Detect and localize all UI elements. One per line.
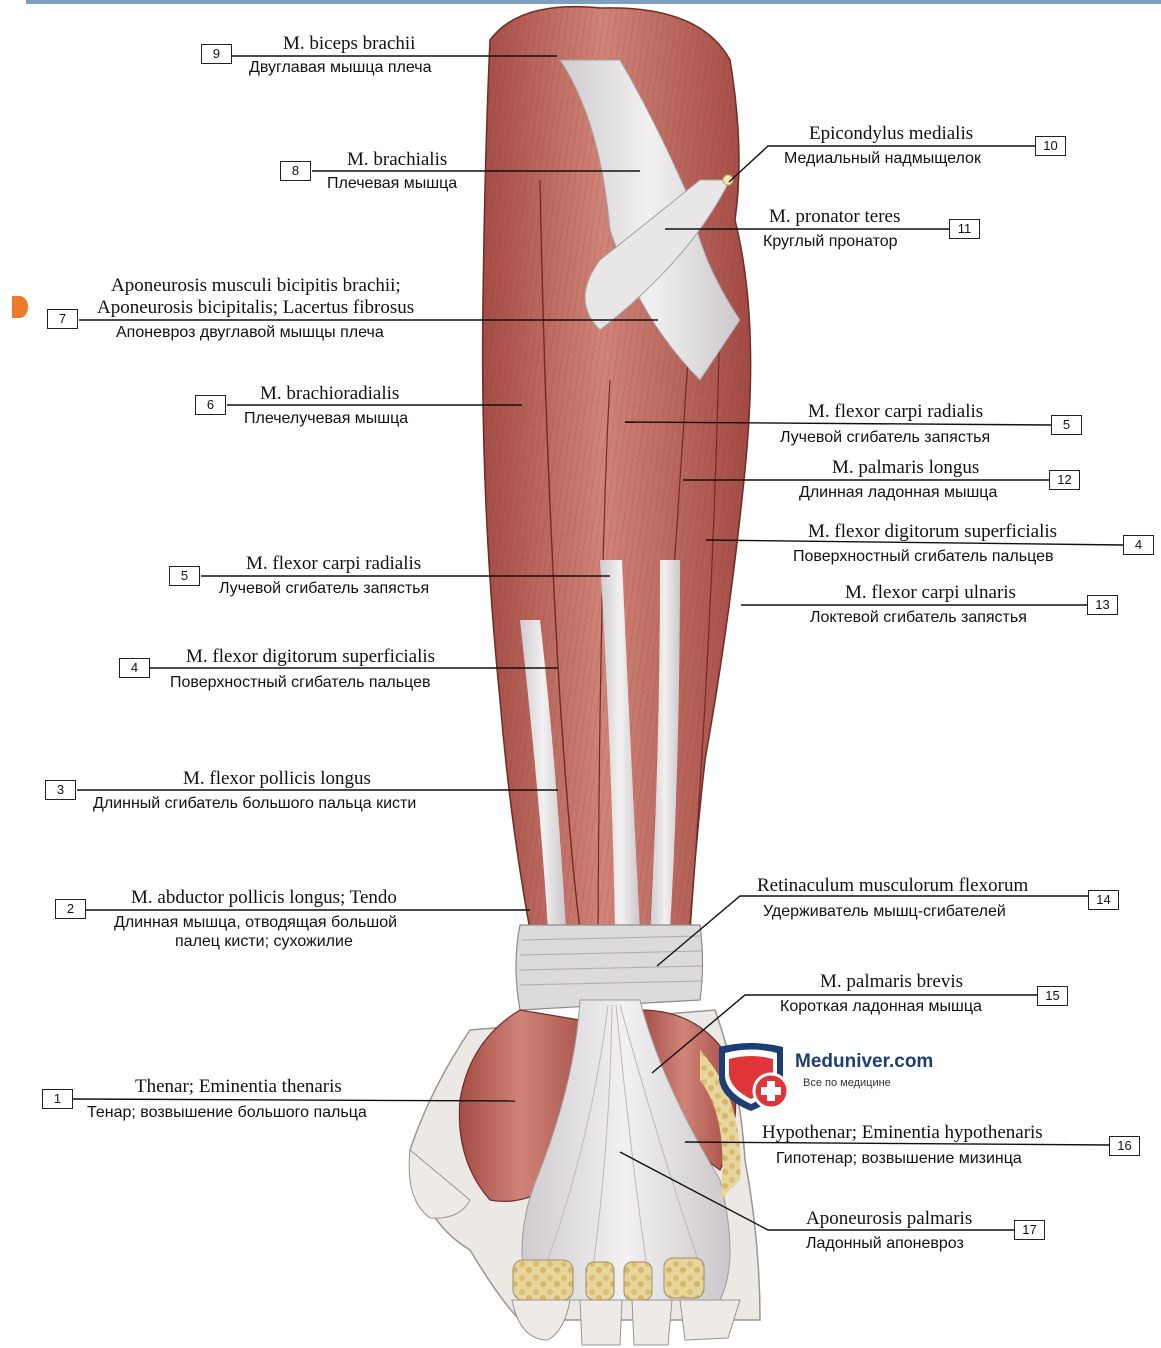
label-number: 4	[119, 658, 150, 678]
label-latin: M. palmaris brevis	[820, 972, 963, 991]
label-latin: M. flexor digitorum superficialis	[186, 647, 435, 666]
label-russian: Длинная мышца, отводящая большой	[114, 915, 397, 931]
label-russian: Поверхностный сгибатель пальцев	[793, 549, 1053, 565]
label-number: 10	[1035, 136, 1066, 156]
logo-name: Meduniver.com	[795, 1051, 933, 1073]
logo-tagline: Все по медицине	[803, 1077, 891, 1089]
label-number: 12	[1049, 470, 1080, 490]
label-latin: Aponeurosis palmaris	[806, 1209, 972, 1228]
label-russian: Двуглавая мышца плеча	[249, 60, 431, 76]
label-number: 17	[1014, 1220, 1045, 1240]
label-number: 13	[1087, 595, 1118, 615]
shield-icon	[715, 1041, 795, 1113]
label-russian: Ладонный апоневроз	[806, 1236, 964, 1252]
label-russian: Тенар; возвышение большого пальца	[87, 1105, 367, 1121]
label-latin: M. flexor carpi ulnaris	[845, 583, 1016, 602]
label-russian: Плечевая мышца	[327, 176, 457, 192]
label-latin: Hypothenar; Eminentia hypothenaris	[762, 1123, 1043, 1142]
meduniver-logo[interactable]: Meduniver.com Все по медицине	[715, 1041, 955, 1113]
label-russian: Круглый пронатор	[763, 234, 898, 250]
label-russian: Гипотенар; возвышение мизинца	[776, 1151, 1022, 1167]
label-russian: Локтевой сгибатель запястья	[810, 610, 1027, 626]
label-number: 5	[1051, 415, 1082, 435]
label-russian: Длинный сгибатель большого пальца кисти	[93, 796, 416, 812]
label-russian: Удерживатель мышц-сгибателей	[763, 904, 1006, 920]
label-number: 4	[1123, 535, 1154, 555]
label-number: 7	[47, 309, 78, 329]
label-russian-line2: палец кисти; сухожилие	[175, 934, 353, 950]
label-russian: Длинная ладонная мышца	[799, 485, 997, 501]
label-number: 15	[1037, 986, 1068, 1006]
label-latin: M. biceps brachii	[283, 34, 415, 53]
label-latin: M. brachioradialis	[260, 384, 399, 403]
label-latin: M. flexor carpi radialis	[808, 402, 983, 421]
label-russian: Короткая ладонная мышца	[780, 999, 982, 1015]
label-russian: Медиальный надмыщелок	[784, 151, 981, 167]
label-latin: Epicondylus medialis	[809, 124, 973, 143]
label-latin: M. palmaris longus	[832, 458, 979, 477]
label-number: 2	[55, 899, 86, 919]
label-number: 16	[1109, 1136, 1140, 1156]
label-latin: Retinaculum musculorum flexorum	[757, 876, 1028, 895]
label-number: 1	[42, 1089, 73, 1109]
label-latin: M. brachialis	[347, 150, 447, 169]
label-russian: Лучевой сгибатель запястья	[780, 430, 990, 446]
label-number: 3	[45, 780, 76, 800]
label-number: 8	[280, 161, 311, 181]
label-russian: Поверхностный сгибатель пальцев	[170, 675, 430, 691]
label-latin: Aponeurosis musculi bicipitis brachii;	[111, 276, 401, 295]
label-latin: M. flexor pollicis longus	[183, 769, 371, 788]
label-latin: M. pronator teres	[769, 207, 900, 226]
label-number: 6	[195, 395, 226, 415]
label-russian: Плечелучевая мышца	[244, 411, 408, 427]
label-russian: Апоневроз двуглавой мышцы плеча	[116, 325, 384, 341]
label-latin: M. flexor digitorum superficialis	[808, 522, 1057, 541]
label-number: 9	[201, 44, 232, 64]
label-latin: Thenar; Eminentia thenaris	[135, 1077, 342, 1096]
label-number: 11	[949, 219, 980, 239]
label-russian: Лучевой сгибатель запястья	[219, 581, 429, 597]
label-latin: M. abductor pollicis longus; Tendo	[131, 888, 397, 907]
label-latin-line2: Aponeurosis bicipitalis; Lacertus fibros…	[97, 298, 414, 317]
label-number: 5	[169, 566, 200, 586]
label-latin: M. flexor carpi radialis	[246, 554, 421, 573]
label-number: 14	[1088, 890, 1119, 910]
